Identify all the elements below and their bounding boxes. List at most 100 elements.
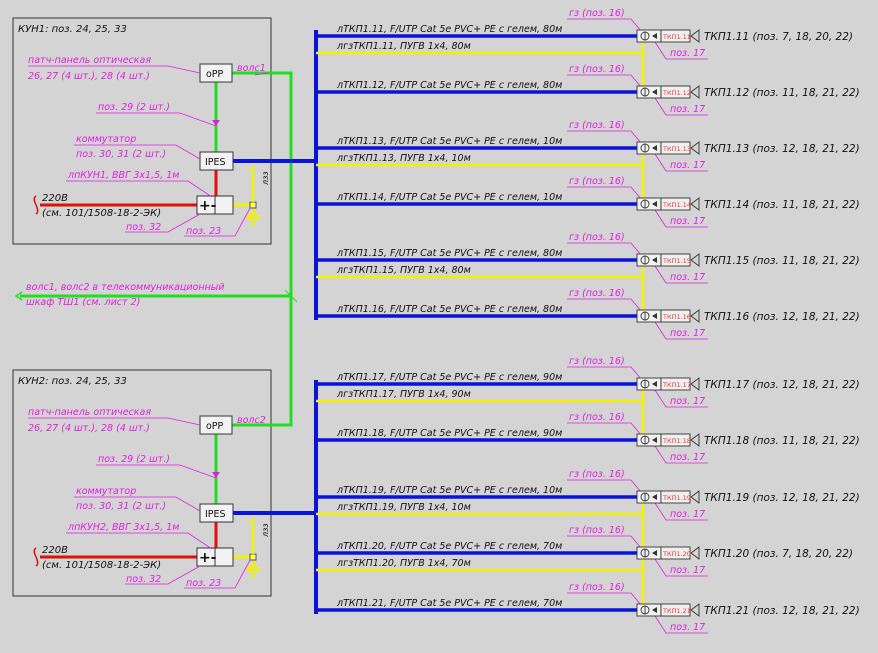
tkp-box [660, 546, 691, 560]
gz-label: гз (поз. 16) [569, 582, 625, 593]
kun1-frame [12, 17, 272, 245]
tkp-label: ТКП1.17 (поз. 12, 18, 21, 22) [704, 379, 860, 391]
terminal-triangle [690, 603, 700, 617]
branch: лТКП1.21, F/UTP Cat 5e PVC+ PE с гелем, … [316, 582, 860, 634]
pos-leader [654, 209, 708, 228]
kun1-power-220: 220В [42, 193, 68, 204]
kun2-power-cable: лпКУН2, ВВГ 3х1,5, 1м [67, 522, 179, 533]
terminal-triangle [690, 85, 700, 99]
fiber-note-line1: волс1, волс2 в телекоммуникационный [26, 282, 224, 293]
tkp-label: ТКП1.20 (поз. 7, 18, 20, 22) [704, 548, 853, 560]
svg-text:+-: +- [199, 198, 217, 214]
tkp-label: ТКП1.14 (поз. 11, 18, 21, 22) [704, 199, 860, 211]
kun1-pos29: поз. 29 (2 шт.) [98, 102, 170, 113]
leaders-kun2 [28, 417, 251, 589]
terminal-triangle [690, 377, 700, 391]
tkp-box-label: ТКП1.15 [662, 257, 691, 265]
ground-terminal-1 [249, 201, 257, 209]
branch: лТКП1.12, F/UTP Cat 5e PVC+ PE с гелем, … [316, 64, 860, 116]
tkp-box-label: ТКП1.20 [662, 550, 691, 558]
connector-arrow [652, 89, 657, 95]
terminal-triangle [690, 141, 700, 155]
tkp-box [660, 490, 691, 504]
pos-leader [654, 321, 708, 340]
kun1-power-ref: (см. 101/1508-18-2-ЭК) [42, 208, 161, 219]
branch: лТКП1.16, F/UTP Cat 5e PVC+ PE с гелем, … [316, 288, 860, 340]
kun2-patch-positions: 26, 27 (4 шт.), 28 (4 шт.) [28, 423, 150, 434]
opp-box-2: oPP [199, 415, 233, 435]
power-plug-2 [33, 547, 39, 567]
tkp-label: ТКП1.11 (поз. 7, 18, 20, 22) [704, 31, 853, 43]
fiber-lines [20, 71, 293, 504]
gz-label: гз (поз. 16) [569, 120, 625, 131]
cable-label: лТКП1.12, F/UTP Cat 5e PVC+ PE с гелем, … [336, 80, 562, 91]
fiber-junction-1 [284, 289, 298, 303]
branch: лТКП1.18, F/UTP Cat 5e PVC+ PE с гелем, … [316, 412, 860, 464]
tkp-box-label: ТКП1.12 [662, 89, 691, 97]
tkp-box [660, 197, 691, 211]
ground-label: лгзТКП1.15, ПУГВ 1х4, 80м [336, 265, 471, 276]
gz-leader [567, 535, 642, 549]
opp-label: oPP [206, 69, 224, 80]
svg-text:+-: +- [199, 550, 217, 566]
tkp-box-label: ТКП1.11 [662, 33, 691, 41]
pos-leader [654, 389, 708, 408]
leader-arrows [212, 120, 220, 478]
gz-leader [567, 479, 642, 493]
connector-arrow [652, 381, 657, 387]
gz-leader [567, 242, 642, 256]
gz-label: гз (поз. 16) [569, 356, 625, 367]
branch: лТКП1.13, F/UTP Cat 5e PVC+ PE с гелем, … [316, 120, 860, 210]
kun2-power-220: 220В [42, 545, 68, 556]
gz-label: гз (поз. 16) [569, 232, 625, 243]
leaders-kun1 [28, 65, 269, 237]
terminal-triangle [690, 197, 700, 211]
kun1-patch-label: патч-панель оптическая [28, 55, 151, 66]
pos-leader [654, 265, 708, 284]
tkp-label: ТКП1.16 (поз. 12, 18, 21, 22) [704, 311, 860, 323]
ipes-label: IPES [205, 509, 226, 520]
kun2-switch-label: коммутатор [76, 486, 136, 497]
terminal-triangle [690, 490, 700, 504]
gz-label: гз (поз. 16) [569, 8, 625, 19]
pos-label: поз. 17 [670, 216, 705, 227]
opp-label: oPP [206, 421, 224, 432]
tkp-label: ТКП1.19 (поз. 12, 18, 21, 22) [704, 492, 860, 504]
branch: лТКП1.14, F/UTP Cat 5e PVC+ PE с гелем, … [316, 176, 860, 228]
terminal-triangle [690, 546, 700, 560]
tkp-label: ТКП1.18 (поз. 11, 18, 21, 22) [704, 435, 860, 447]
tkp-box-label: ТКП1.19 [662, 494, 691, 502]
gz-leader [567, 298, 642, 312]
ground-label: лгзТКП1.19, ПУГВ 1х4, 10м [336, 502, 471, 513]
pos-leader [654, 502, 708, 521]
tkp-label: ТКП1.21 (поз. 12, 18, 21, 22) [704, 605, 860, 617]
pos-label: поз. 17 [670, 104, 705, 115]
branch-lines: лТКП1.11, F/UTP Cat 5e PVC+ PE с гелем, … [316, 8, 860, 634]
tkp-box [660, 309, 691, 323]
cable-label: лТКП1.11, F/UTP Cat 5e PVC+ PE с гелем, … [336, 24, 562, 35]
kun2-title: КУН2: поз. 24, 25, 33 [18, 376, 127, 387]
ipes-label: IPES [205, 157, 226, 168]
connector-arrow [652, 550, 657, 556]
tkp-box [660, 29, 691, 43]
pos-label: поз. 17 [670, 328, 705, 339]
opp-box-1: oPP [199, 63, 233, 83]
kun1-lzz-label: лзз [261, 171, 270, 186]
kun1-power-cable: лпКУН1, ВВГ 3х1,5, 1м [67, 170, 179, 181]
psu-box-1: +- [196, 195, 234, 215]
pos-label: поз. 17 [670, 622, 705, 633]
gz-leader [567, 74, 642, 88]
terminal-triangle [690, 29, 700, 43]
branch: лТКП1.17, F/UTP Cat 5e PVC+ PE с гелем, … [316, 356, 860, 446]
ipes-box-2: IPES [199, 503, 234, 523]
gz-label: гз (поз. 16) [569, 64, 625, 75]
pos-leader [654, 41, 708, 60]
kun-ground [233, 203, 260, 570]
cable-label: лТКП1.17, F/UTP Cat 5e PVC+ PE с гелем, … [336, 372, 562, 383]
kun1-pos23: поз. 23 [186, 226, 221, 237]
kun2-switch-positions: поз. 30, 31 (2 шт.) [76, 501, 166, 512]
connector-arrow [652, 313, 657, 319]
kun1-pos32: поз. 32 [126, 222, 161, 233]
gz-leader [567, 366, 642, 380]
gz-leader [567, 422, 642, 436]
